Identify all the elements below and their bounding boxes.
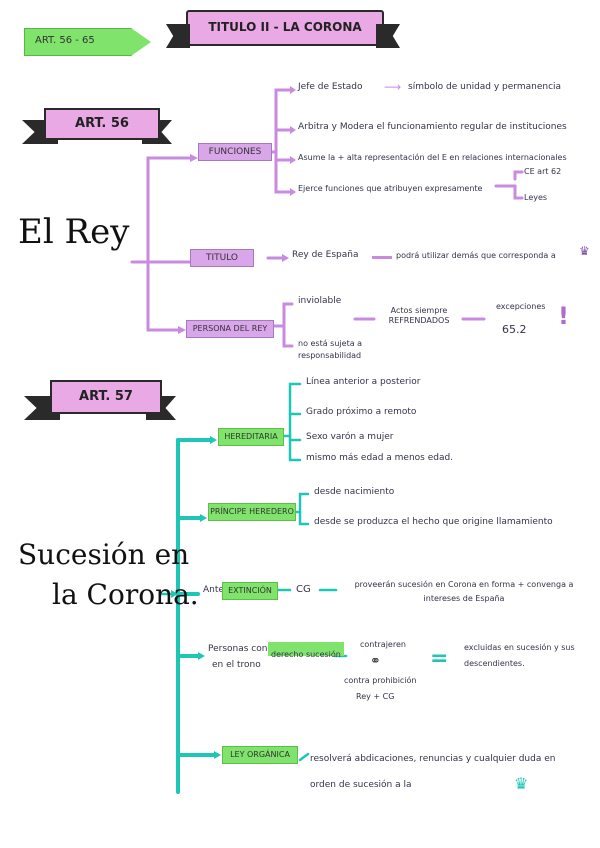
funciones-label: FUNCIONES (198, 143, 272, 161)
art-range-text: ART. 56 - 65 (35, 35, 95, 46)
sucesion-heading-line2: la Corona. (52, 578, 199, 611)
principe-item-hecho: desde se produzca el hecho que origine l… (314, 517, 553, 527)
art56-banner: ART. 56 (44, 108, 160, 140)
personas-text-b: en el trono (212, 660, 261, 670)
persona-item-652: 65.2 (502, 323, 527, 336)
personas-text-a: Personas con (208, 644, 268, 654)
personas-rey-cg: Rey + CG (356, 692, 395, 701)
art56-title: ART. 56 (75, 116, 129, 131)
personas-equals: = (430, 646, 449, 671)
crown-icon-2: ♛ (514, 774, 529, 793)
art57-banner: ART. 57 (50, 380, 162, 414)
personas-contrajeren: contrajeren (360, 640, 406, 649)
hereditaria-item-sexo: Sexo varón a mujer (306, 432, 394, 442)
extincion-prefix: Ante (203, 585, 224, 595)
funciones-arrow-1: ⟶ (384, 80, 402, 94)
funciones-item-jefe: Jefe de Estado (298, 82, 363, 92)
extincion-label: EXTINCIÓN (222, 582, 278, 600)
exclamation-icon: ! (558, 302, 569, 330)
funciones-item-ce62: CE art 62 (524, 167, 562, 176)
ley-label: LEY ORGÁNICA (222, 746, 298, 764)
hereditaria-item-linea: Línea anterior a posterior (306, 377, 421, 387)
hereditaria-item-mismo: mismo más edad a menos edad. (306, 453, 454, 463)
personas-contra: contra prohibición (344, 676, 417, 685)
hereditaria-label: HEREDITARIA (218, 428, 284, 446)
titulo-label: TITULO (190, 249, 254, 267)
funciones-item-arbitra: Arbitra y Modera el funcionamiento regul… (298, 122, 567, 132)
title-banner: TITULO II - LA CORONA (186, 10, 384, 46)
principe-label: PRÍNCIPE HEREDERO (208, 503, 296, 521)
principe-item-nacimiento: desde nacimiento (314, 487, 395, 497)
art57-title: ART. 57 (79, 389, 133, 404)
persona-item-inviolable: inviolable (298, 296, 342, 306)
art-range-tag: ART. 56 - 65 (24, 28, 132, 56)
sucesion-heading-line1: Sucesión en (18, 538, 190, 571)
personas-highlight: derecho sucesión (268, 642, 344, 659)
rings-icon: ⚭ (370, 654, 381, 669)
ley-item: resolverá abdicaciones, renuncias y cual… (310, 754, 556, 790)
funciones-item-asume: Asume la + alta representación del E en … (298, 153, 567, 162)
persona-label: PERSONA DEL REY (186, 320, 274, 338)
titulo-item-podra: podrá utilizar demás que corresponda a (396, 251, 556, 260)
extincion-item: proveerán sucesión en Corona en forma + … (354, 580, 574, 603)
page-title: TITULO II - LA CORONA (208, 20, 362, 34)
titulo-dash (372, 256, 392, 259)
funciones-item-leyes: Leyes (524, 193, 548, 202)
personas-highlight-text: derecho sucesión (271, 650, 341, 659)
crown-icon: ♛ (579, 244, 590, 258)
funciones-item-ejerce: Ejerce funciones que atribuyen expresame… (298, 184, 483, 193)
hereditaria-item-grado: Grado próximo a remoto (306, 407, 417, 417)
el-rey-heading: El Rey (18, 212, 130, 252)
art-range-arrow (131, 28, 151, 56)
titulo-item-rey: Rey de España (292, 250, 359, 260)
funciones-item-simbolo: símbolo de unidad y permanencia (408, 82, 562, 92)
personas-result: excluidas en sucesión y sus descendiente… (464, 643, 575, 668)
persona-item-excepciones: excepciones (496, 302, 546, 311)
persona-item-refrendados: Actos siempre REFRENDADOS (388, 306, 450, 325)
extincion-cg: CG (296, 584, 311, 595)
persona-item-responsabilidad: no está sujeta a responsabilidad (298, 339, 363, 360)
